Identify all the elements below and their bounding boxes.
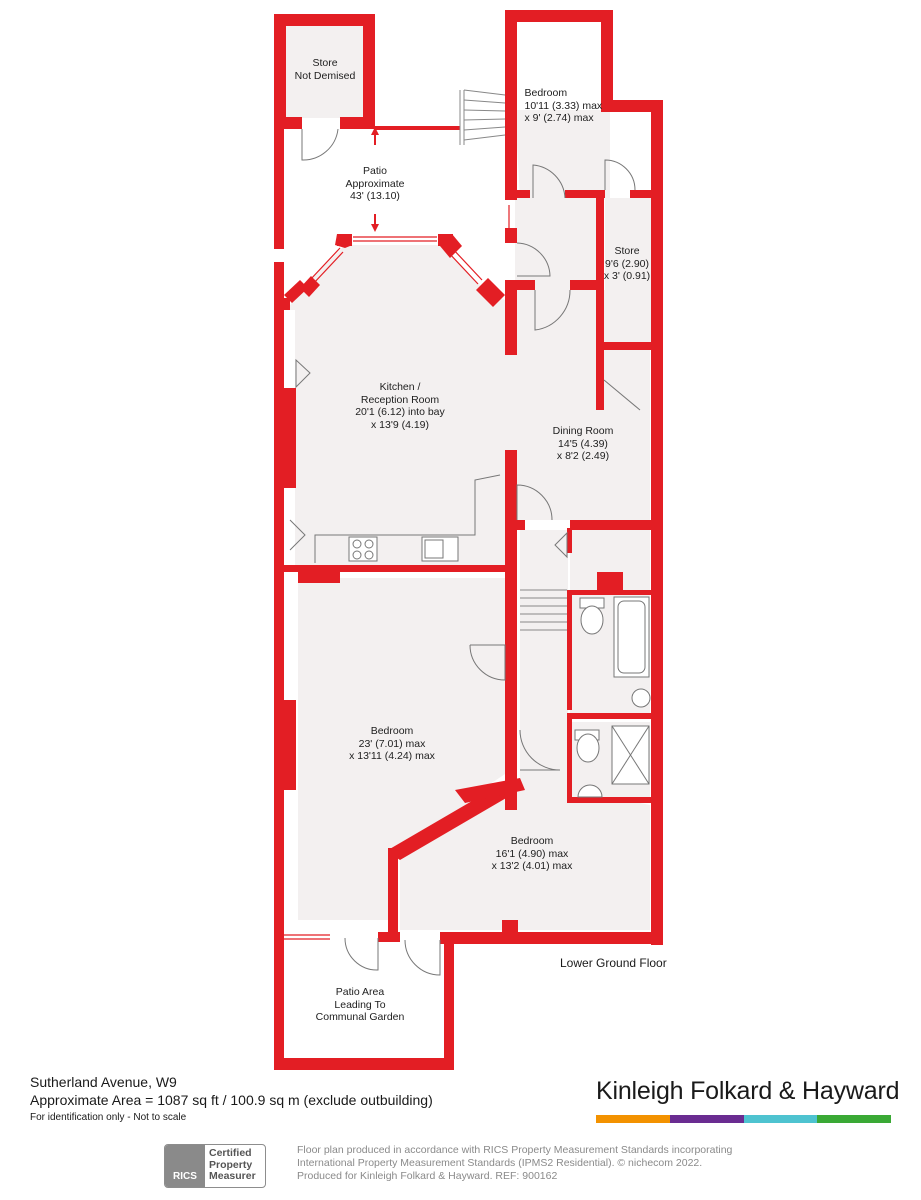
rics-line: Measurer [209,1170,256,1182]
bathroom-fittings [574,596,651,798]
room-note: Approximate [345,177,405,190]
scale-note: For identification only - Not to scale [30,1112,187,1123]
room-dim: 9'6 (2.90) [604,257,650,270]
room-name: Reception Room [360,393,440,406]
room-note: Leading To [334,998,386,1011]
room-dim: x 3' (0.91) [603,270,651,282]
stairs [459,89,567,631]
room-label-bedroom-large: Bedroom 23' (7.01) max x 13'11 (4.24) ma… [349,725,435,763]
room-note: Not Demised [294,69,356,82]
room-label-patio-area: Patio Area Leading To Communal Garden [316,986,405,1024]
room-label-dining: Dining Room 14'5 (4.39) x 8'2 (2.49) [553,425,614,463]
room-dim: x 13'11 (4.24) max [349,750,435,762]
brand-bar-orange [596,1115,670,1123]
brand-bar-cyan [743,1115,818,1123]
walls [274,10,663,1070]
kitchen-fittings [314,474,501,563]
room-dim: x 13'9 (4.19) [370,418,430,431]
disclaimer-line: International Property Measurement Stand… [297,1157,703,1169]
floor-label: Lower Ground Floor [560,956,667,970]
brand-color-bars [596,1115,891,1123]
room-dim: 20'1 (6.12) into bay [355,406,445,418]
room-dim: 10'11 (3.33) max [524,99,603,112]
disclaimer: Floor plan produced in accordance with R… [297,1144,732,1183]
disclaimer-line: Produced for Kinleigh Folkard & Hayward.… [297,1170,558,1182]
room-dim: 16'1 (4.90) max [495,847,569,860]
room-name: Store [614,245,640,257]
brand-name: Kinleigh Folkard & Hayward [596,1077,900,1105]
room-dim: 43' (13.10) [350,190,400,202]
rics-line: Property [209,1158,253,1171]
room-label-bedroom-top: Bedroom 10'11 (3.33) max x 9' (2.74) max [524,87,602,125]
room-dim: 23' (7.01) max [358,737,426,750]
room-name: Bedroom [524,87,568,99]
room-dim: x 9' (2.74) max [524,112,594,124]
brand-bar-green [817,1115,891,1123]
room-note: Communal Garden [315,1011,405,1023]
room-label-patio: Patio Approximate 43' (13.10) [346,165,405,203]
windows [284,130,514,940]
room-name: Bedroom [370,725,414,737]
rics-line: Certified [209,1147,252,1159]
room-dim: x 8'2 (2.49) [556,450,610,462]
room-name: Patio Area [335,986,385,998]
room-label-kitchen: Kitchen / Reception Room 20'1 (6.12) int… [355,381,445,431]
room-label-store-not-demised: Store Not Demised [295,57,356,82]
door-swings [289,128,641,976]
patio-arrows [371,127,379,232]
room-dim: x 13'2 (4.01) max [491,860,573,872]
room-name: Dining Room [552,425,614,437]
rics-text: Certified Property Measurer [205,1145,260,1187]
room-dim: 14'5 (4.39) [558,437,608,450]
room-label-bedroom-lower: Bedroom 16'1 (4.90) max x 13'2 (4.01) ma… [492,835,573,873]
rics-badge: RICS Certified Property Measurer [164,1144,266,1188]
disclaimer-line: Floor plan produced in accordance with R… [297,1144,733,1156]
room-name: Patio [363,165,387,177]
room-name: Store [312,57,338,69]
room-name: Kitchen / [379,381,421,393]
brand-bar-purple [669,1115,744,1123]
property-address: Sutherland Avenue, W9 [30,1074,177,1090]
rics-logo-icon: RICS [165,1145,205,1187]
room-name: Bedroom [510,835,554,847]
room-label-store: Store 9'6 (2.90) x 3' (0.91) [604,245,650,283]
approximate-area: Approximate Area = 1087 sq ft / 100.9 sq… [30,1092,433,1108]
